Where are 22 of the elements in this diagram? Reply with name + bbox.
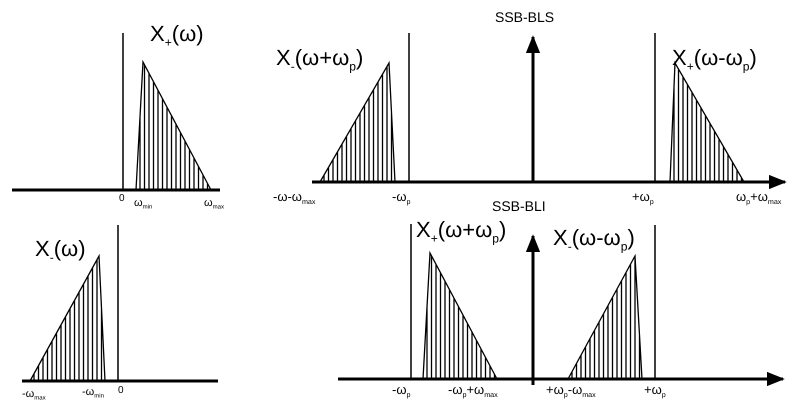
- tick-label: ω$_{min}$: [134, 197, 152, 212]
- tick-label: 0: [119, 193, 125, 204]
- tick-label: +ω$_{p}$: [632, 190, 654, 208]
- spectrum-label: X$_{-}$(ω+ω$_{p}$): [276, 46, 364, 74]
- tick-label: -ω$_{min}$: [82, 386, 104, 400]
- tick-label: -ω$_{p}$+ω$_{max}$: [448, 383, 498, 400]
- tick-label: -ω-ω$_{max}$: [273, 190, 316, 208]
- tick-label: -ω$_{p}$: [392, 190, 410, 208]
- spectrum-label: X$_{-}$(ω): [35, 237, 86, 265]
- spectrum-label: X$_{+}$(ω-ω$_{p}$): [672, 46, 757, 74]
- tick-label: +ω$_{p}$: [644, 383, 666, 400]
- tick-label: 0: [118, 385, 124, 396]
- spectrum-label: X$_{+}$(ω): [150, 22, 204, 50]
- spectrum-label: X$_{+}$(ω+ω$_{p}$): [416, 218, 506, 246]
- axis-title: SSB-BLI: [492, 199, 546, 214]
- spectrum-label: X$_{-}$(ω-ω$_{p}$): [553, 226, 635, 254]
- tick-label: -ω$_{p}$: [392, 383, 410, 400]
- tick-label: -ω$_{max}$: [22, 388, 46, 402]
- tick-label: +ω$_{p}$-ω$_{max}$: [546, 383, 596, 400]
- tick-label: ω$_{p}$+ω$_{max}$: [736, 190, 782, 208]
- tick-label: ω$_{max}$: [204, 197, 224, 212]
- axis-title: SSB-BLS: [495, 10, 554, 26]
